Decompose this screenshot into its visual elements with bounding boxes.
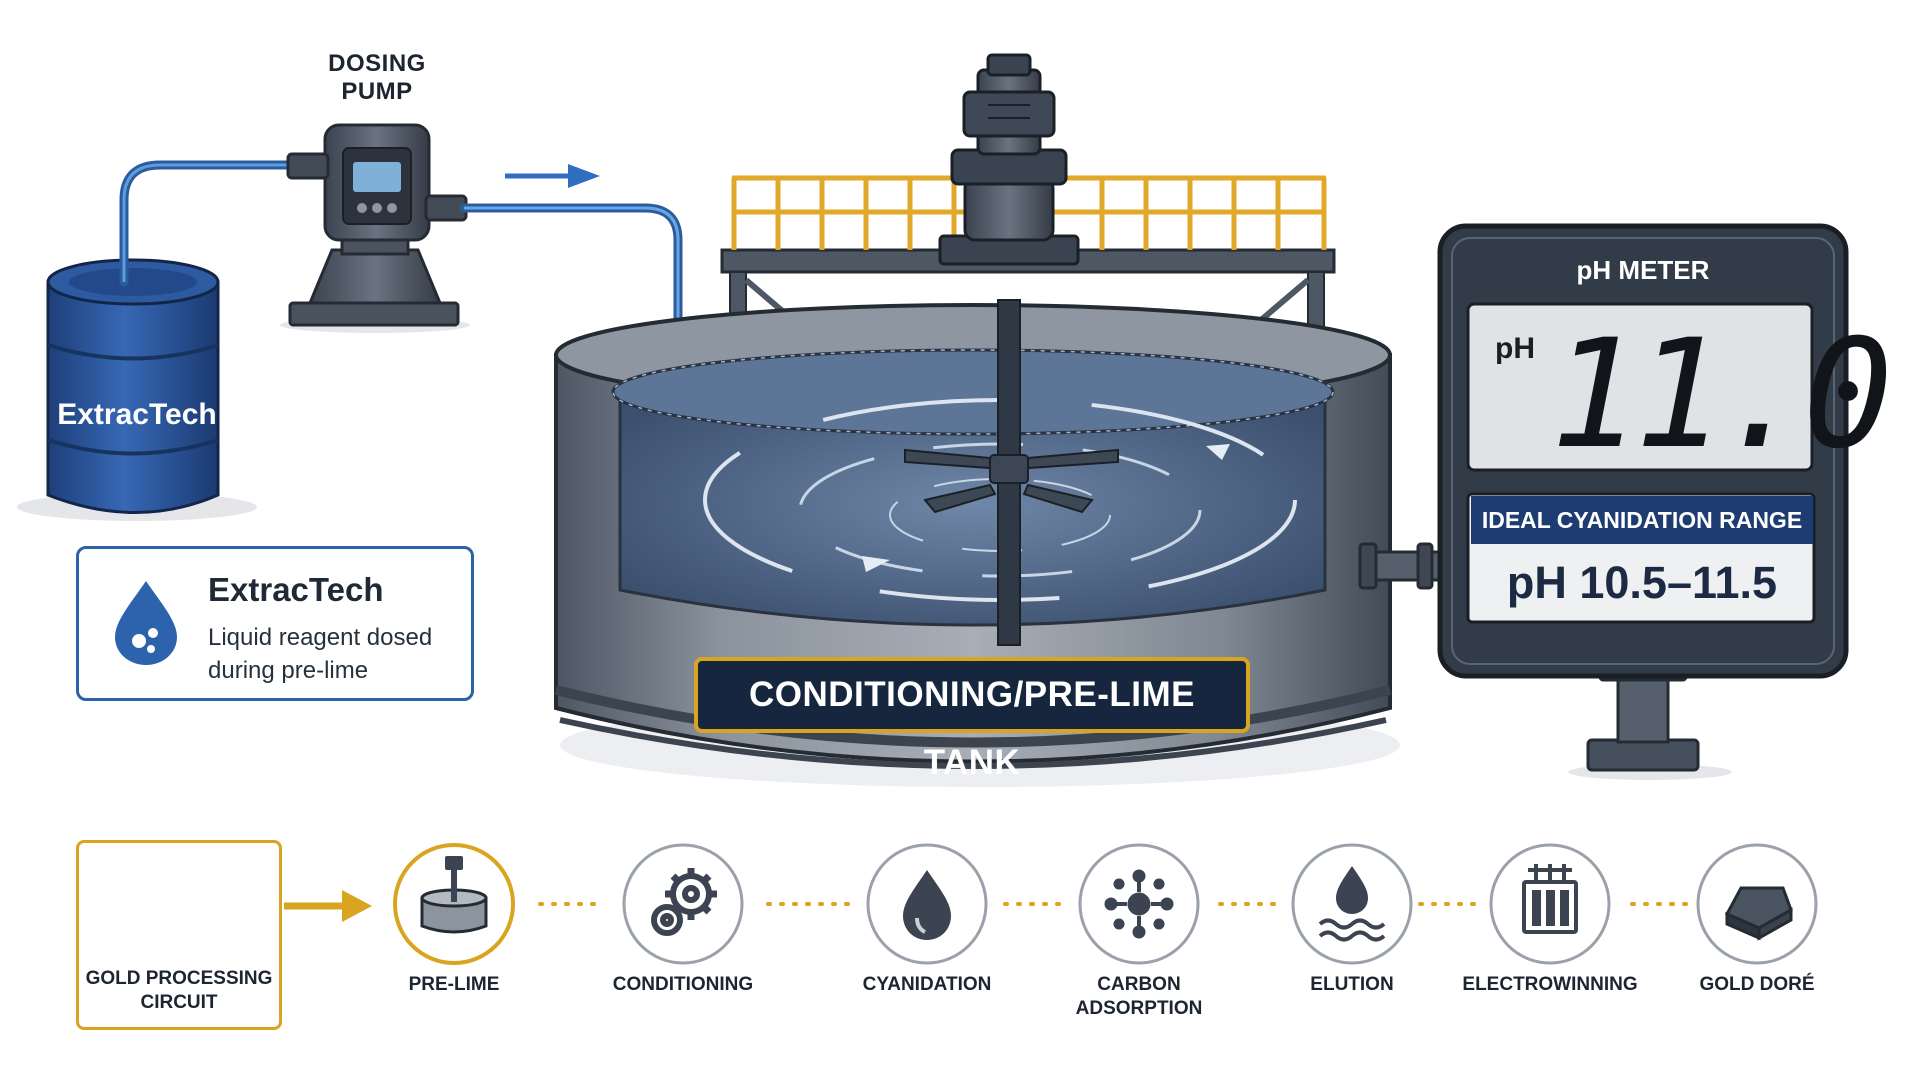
step-label-electrowinning: ELECTROWINNING	[1462, 974, 1638, 995]
reagent-drop-icon	[115, 581, 177, 665]
molecule-icon	[1104, 869, 1174, 939]
sample-pipe	[1358, 542, 1446, 590]
step-label-pre-lime: PRE-LIME	[408, 974, 500, 995]
product-info-card: ExtracTech Liquid reagent dosed during p…	[76, 546, 474, 701]
product-title: ExtracTech	[208, 571, 384, 608]
tank-label: CONDITIONING/PRE-LIME TANK	[694, 657, 1250, 782]
dosing-pump	[280, 123, 470, 333]
ideal-range-value: pH 10.5–11.5	[1506, 557, 1778, 608]
drop-icon	[903, 870, 951, 940]
reagent-drum	[17, 258, 257, 521]
ph-reading: 11.0	[1550, 308, 1893, 482]
drum-label: ExtracTech	[57, 398, 217, 431]
product-description: Liquid reagent dosed during pre-lime	[208, 624, 433, 684]
circuit-label: GOLD PROCESSING CIRCUIT	[85, 968, 273, 1013]
dosing-pump-label: DOSING PUMP	[328, 50, 426, 105]
step-circle-conditioning	[622, 843, 744, 965]
drop-waves-icon	[1318, 866, 1386, 942]
ph-unit-label: pH	[1495, 332, 1535, 365]
tank-agitator-icon	[420, 856, 488, 934]
gold-bar-icon	[1724, 886, 1793, 941]
circuit-chain	[284, 843, 1818, 965]
gold-processing-circuit-box: GOLD PROCESSING CIRCUIT	[76, 840, 282, 1030]
ideal-range-title: IDEAL CYANIDATION RANGE	[1471, 496, 1813, 544]
step-label-cyanidation: CYANIDATION	[862, 974, 992, 995]
step-label-carbon-adsorption: CARBON ADSORPTION	[1075, 974, 1203, 1019]
ph-meter	[1437, 223, 1849, 780]
step-label-gold-dore: GOLD DORÉ	[1699, 974, 1815, 995]
ph-meter-title: pH METER	[1576, 255, 1710, 285]
step-label-elution: ELUTION	[1310, 974, 1394, 995]
agitator	[904, 53, 1119, 646]
step-label-conditioning: CONDITIONING	[612, 974, 754, 995]
cells-icon	[1522, 864, 1578, 934]
gears-icon	[651, 868, 717, 936]
